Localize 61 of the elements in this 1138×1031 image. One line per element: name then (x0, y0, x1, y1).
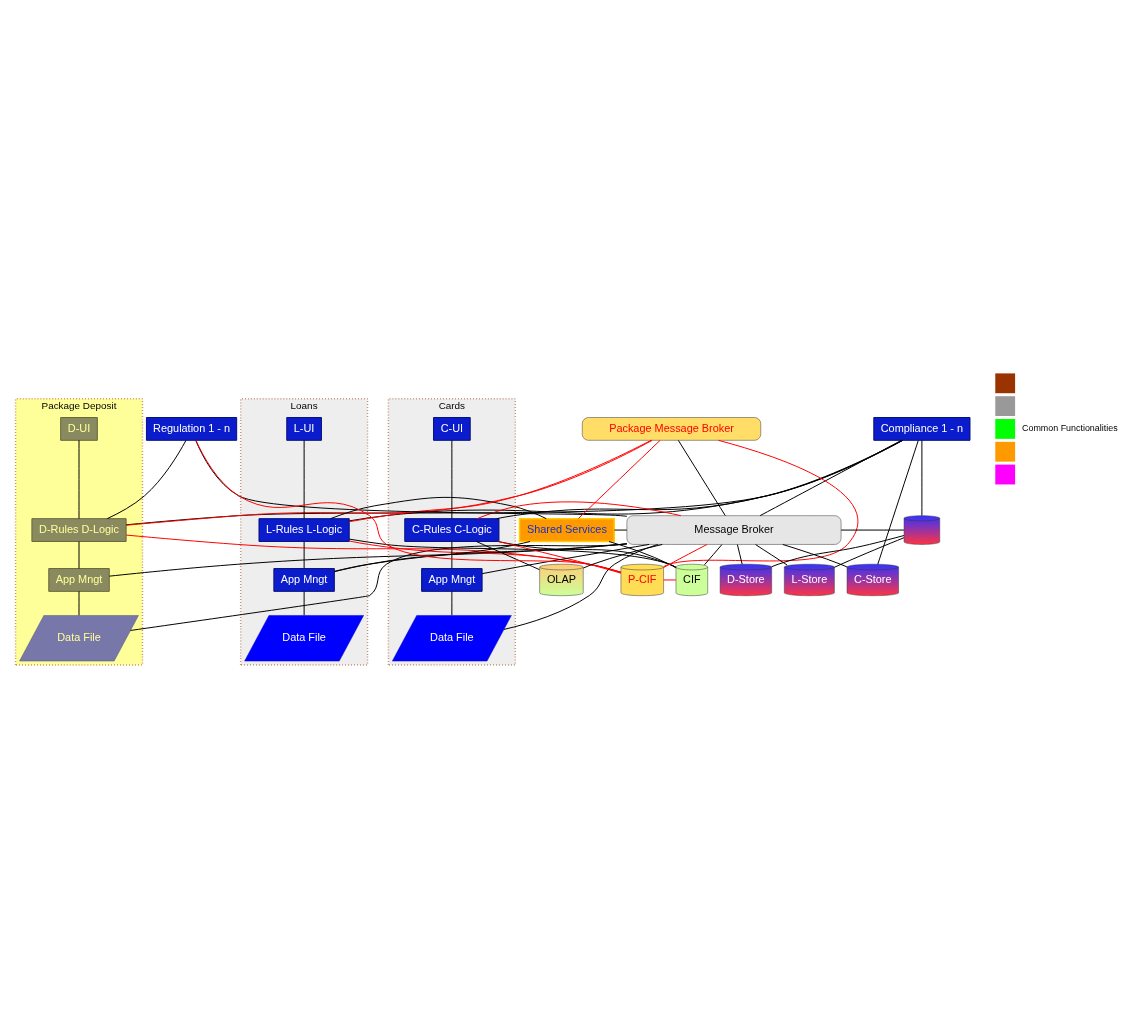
connector (496, 439, 903, 520)
connector (451, 439, 453, 519)
node-box: App Mngt (273, 568, 335, 592)
connector (348, 439, 904, 522)
connector (503, 543, 659, 630)
connector (736, 544, 743, 565)
connector (303, 439, 305, 519)
connector (106, 440, 187, 520)
connector (663, 439, 859, 568)
connector (348, 540, 622, 573)
connector (333, 543, 628, 572)
node-box: D-UI (60, 417, 98, 441)
node-box: Package Message Broker (582, 417, 761, 441)
node-box: Regulation 1 - n (145, 417, 238, 441)
connector (130, 543, 628, 631)
connector (108, 543, 628, 577)
node-box: Compliance 1 - n (873, 417, 971, 441)
connector (759, 439, 902, 517)
connector (771, 535, 905, 568)
connector (195, 439, 622, 573)
connector (125, 439, 904, 526)
connector (125, 534, 622, 573)
connector (877, 439, 919, 565)
connector (677, 439, 726, 517)
node-box: Message Broker (626, 515, 842, 545)
node-box: App Mngt (421, 568, 483, 592)
connector (497, 541, 622, 574)
connector (755, 544, 788, 566)
connector (125, 439, 653, 526)
connector (476, 501, 682, 520)
connector (704, 544, 723, 566)
connector (663, 544, 708, 568)
connector (78, 541, 80, 569)
connector (303, 590, 305, 616)
legend-label: Common Functionalities (1022, 423, 1118, 434)
connector (451, 590, 453, 616)
connector (330, 496, 547, 520)
connector (577, 439, 661, 519)
connector (840, 529, 905, 531)
node-box: C-UI (433, 417, 471, 441)
connector (78, 439, 80, 519)
node-box: L-UI (286, 417, 322, 441)
connector (333, 541, 531, 573)
connector (782, 544, 848, 568)
connector (348, 538, 677, 568)
node-box: C-Rules C-Logic (404, 518, 500, 542)
connector (833, 537, 905, 568)
node-box: D-Rules D-Logic (31, 518, 127, 542)
connector (582, 543, 663, 569)
connector (481, 543, 650, 575)
connector (348, 439, 652, 523)
connector (475, 540, 540, 571)
connector (608, 541, 677, 569)
connector (195, 439, 628, 517)
connector (921, 439, 923, 517)
node-box: L-Rules L-Logic (258, 518, 350, 542)
connector (303, 541, 305, 569)
connector (451, 541, 453, 569)
node-box: App Mngt (48, 568, 110, 592)
connector (78, 590, 80, 616)
node-box: Shared Services (518, 517, 615, 543)
